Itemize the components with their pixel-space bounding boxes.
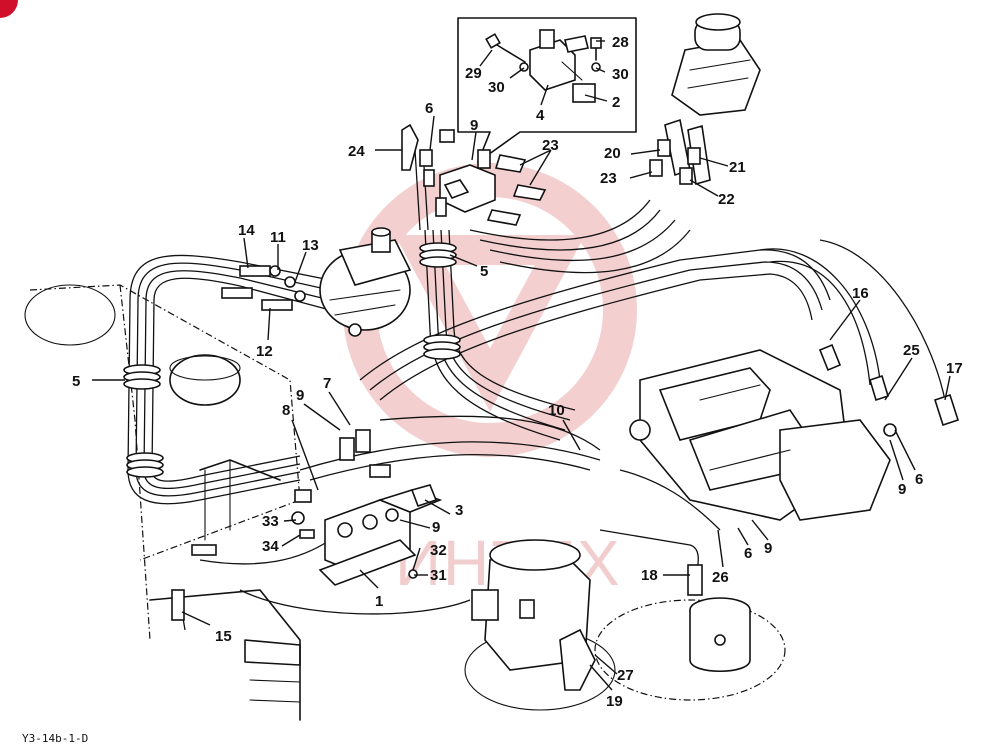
control-valve <box>629 343 960 521</box>
corner-badge <box>0 0 18 18</box>
hose-wrap-center-lower <box>423 334 461 360</box>
callout-34: 34 <box>262 538 279 555</box>
machine-frame <box>24 284 786 721</box>
bolt-29-detail <box>485 33 529 72</box>
callout-9-top: 9 <box>470 117 478 134</box>
callouts: 28 2 30 29 30 4 24 6 9 23 20 23 21 22 5 … <box>22 34 963 745</box>
callout-23-right: 23 <box>600 170 617 187</box>
hose-wrap-lower-left <box>126 452 164 478</box>
pilot-valve-block <box>439 149 547 226</box>
callout-9-bottom: 9 <box>764 540 772 557</box>
callout-19: 19 <box>606 693 623 710</box>
drawing-code: Y3-14b-1-D <box>22 732 88 745</box>
pilot-motor <box>319 227 412 337</box>
callout-31: 31 <box>430 567 447 584</box>
callout-30: 30 <box>488 79 505 96</box>
callout-6-right: 6 <box>915 471 923 488</box>
callout-6-bottom: 6 <box>744 545 752 562</box>
callout-28: 28 <box>612 34 629 51</box>
bolt-28-detail <box>590 37 602 72</box>
callout-25: 25 <box>903 342 920 359</box>
callout-15: 15 <box>215 628 232 645</box>
hose-wrap-center-upper <box>419 242 457 268</box>
solenoid-valve-detail <box>529 29 596 103</box>
callout-4: 4 <box>536 107 545 124</box>
callout-32: 32 <box>430 542 447 559</box>
callout-6-top: 6 <box>425 100 433 117</box>
callout-5-left: 5 <box>72 373 80 390</box>
leader-lines <box>92 40 951 691</box>
callout-16: 16 <box>852 285 869 302</box>
left-fittings <box>171 265 306 621</box>
callout-13: 13 <box>302 237 319 254</box>
callout-9-left: 9 <box>296 387 304 404</box>
lower-manifold <box>291 429 443 586</box>
callout-1: 1 <box>375 593 383 610</box>
callout-12: 12 <box>256 343 273 360</box>
callout-8: 8 <box>282 402 290 419</box>
callout-30-detail: 30 <box>612 66 629 83</box>
hose-wraps <box>123 242 461 478</box>
callout-33: 33 <box>262 513 279 530</box>
travel-motor <box>687 564 751 673</box>
callout-26: 26 <box>712 569 729 586</box>
callout-5-center: 5 <box>480 263 488 280</box>
callout-17: 17 <box>946 360 963 377</box>
detail-inset <box>457 17 637 163</box>
boom-cylinder <box>649 13 761 186</box>
callout-10: 10 <box>548 402 565 419</box>
callout-9-right: 9 <box>898 481 906 498</box>
callout-27: 27 <box>617 667 634 684</box>
callout-14: 14 <box>238 222 255 239</box>
pilot-fittings <box>401 123 455 217</box>
callout-2: 2 <box>612 94 620 111</box>
callout-9-manifold: 9 <box>432 519 440 536</box>
callout-18: 18 <box>641 567 658 584</box>
swing-motor <box>471 539 596 691</box>
callout-7: 7 <box>323 375 331 392</box>
callout-23-top: 23 <box>542 137 559 154</box>
callout-29: 29 <box>465 65 482 82</box>
callout-21: 21 <box>729 159 746 176</box>
callout-22: 22 <box>718 191 735 208</box>
callout-3: 3 <box>455 502 463 519</box>
callout-24: 24 <box>348 143 365 160</box>
callout-20: 20 <box>604 145 621 162</box>
hose-wrap-upper-left <box>123 364 161 390</box>
callout-11: 11 <box>270 229 286 246</box>
